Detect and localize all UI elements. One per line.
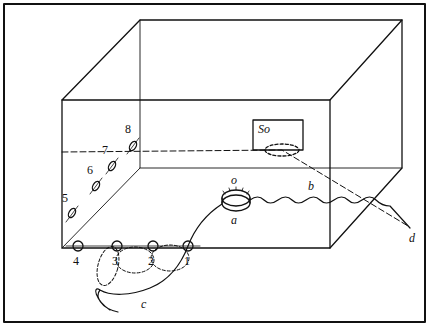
callout-label: 2 — [147, 255, 155, 267]
callout-label: a — [230, 214, 238, 226]
callout-label: 3 — [111, 255, 119, 267]
cord — [96, 204, 222, 312]
wavy-lead — [250, 197, 410, 228]
callout-label: 7 — [101, 144, 109, 156]
callout-label: 6 — [86, 164, 94, 176]
callout-label: 1 — [183, 255, 191, 267]
callout-label: So — [257, 123, 271, 135]
so-window — [253, 120, 303, 150]
callout-label: 5 — [61, 192, 69, 204]
holes — [66, 138, 200, 251]
callout-label: b — [307, 180, 315, 192]
callout-label: d — [408, 232, 416, 244]
callout-label: 4 — [72, 255, 80, 267]
callout-label: 8 — [124, 123, 132, 135]
coil — [222, 187, 250, 211]
loops — [93, 244, 189, 288]
frame — [4, 4, 425, 322]
sight-line — [62, 150, 408, 226]
box-edges — [62, 20, 402, 248]
callout-label: c — [140, 298, 147, 310]
callout-label: o — [230, 174, 238, 186]
